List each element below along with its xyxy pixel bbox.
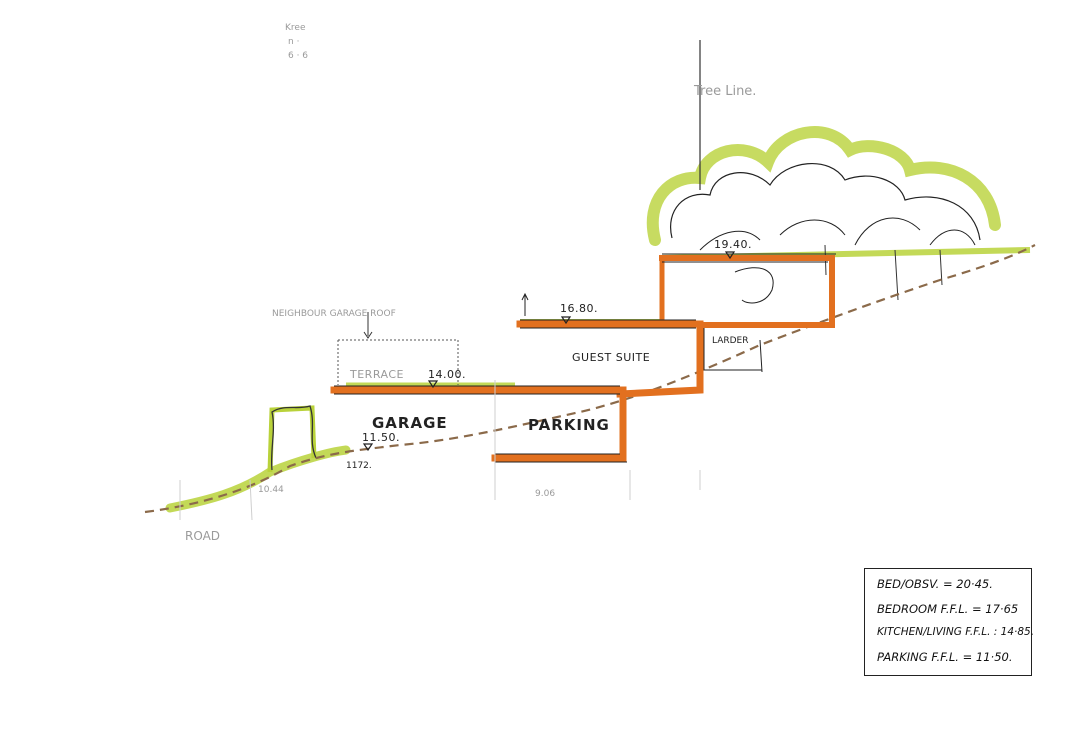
corner-note-2: n · — [288, 37, 299, 47]
level-markers — [362, 251, 736, 452]
height-terrace: 14.00. — [428, 368, 466, 381]
tree-canopy — [646, 126, 1001, 301]
legend-label: PARKING F.F.L. — [877, 650, 959, 664]
neighbour-garage-roof-note: NEIGHBOUR GARAGE ROOF — [272, 309, 396, 319]
legend-value: = 11·50. — [962, 650, 1013, 664]
legend-row: PARKING F.F.L. = 11·50. — [877, 650, 1013, 664]
corner-note-3: 6 · 6 — [288, 51, 308, 61]
road-label: ROAD — [185, 529, 220, 543]
level-legend-box: BED/OBSV. = 20·45. BEDROOM F.F.L. = 17·6… — [864, 568, 1034, 676]
height-ground-1044: 10.44 — [258, 485, 284, 495]
height-roof-top: 19.40. — [714, 238, 752, 251]
room-label-larder: LARDER — [712, 336, 749, 346]
building-structure — [330, 255, 835, 462]
existing-ground-line — [144, 244, 1036, 514]
tree-line-label: Tree Line. — [693, 84, 756, 99]
legend-value: : 14·85. — [993, 626, 1035, 638]
height-garage-floor: 11.50. — [362, 431, 400, 444]
room-label-parking: PARKING — [528, 416, 610, 434]
legend-label: KITCHEN/LIVING F.F.L. — [877, 626, 991, 638]
construction-guides — [179, 380, 701, 521]
room-label-terrace: TERRACE — [349, 368, 404, 381]
height-ground-1172: 1172. — [346, 461, 372, 471]
legend-row: KITCHEN/LIVING F.F.L. : 14·85. — [877, 626, 1034, 638]
height-ground-906: 9.06 — [535, 489, 555, 499]
legend-label: BED/OBSV. — [877, 577, 940, 591]
ground-vegetation — [165, 247, 1031, 513]
legend-label: BEDROOM F.F.L. — [877, 602, 969, 616]
structure-ink — [334, 253, 836, 463]
room-label-guest-suite: GUEST SUITE — [572, 351, 650, 364]
legend-value: = 17·65 — [971, 602, 1019, 616]
height-mid-level: 16.80. — [560, 302, 598, 315]
legend-row: BEDROOM F.F.L. = 17·65 — [877, 602, 1018, 616]
corner-note-1: Kree — [285, 23, 306, 33]
legend-row: BED/OBSV. = 20·45. — [877, 577, 993, 591]
legend-value: = 20·45. — [943, 577, 993, 591]
hedge-outline — [270, 405, 317, 471]
room-label-garage: GARAGE — [372, 414, 448, 432]
